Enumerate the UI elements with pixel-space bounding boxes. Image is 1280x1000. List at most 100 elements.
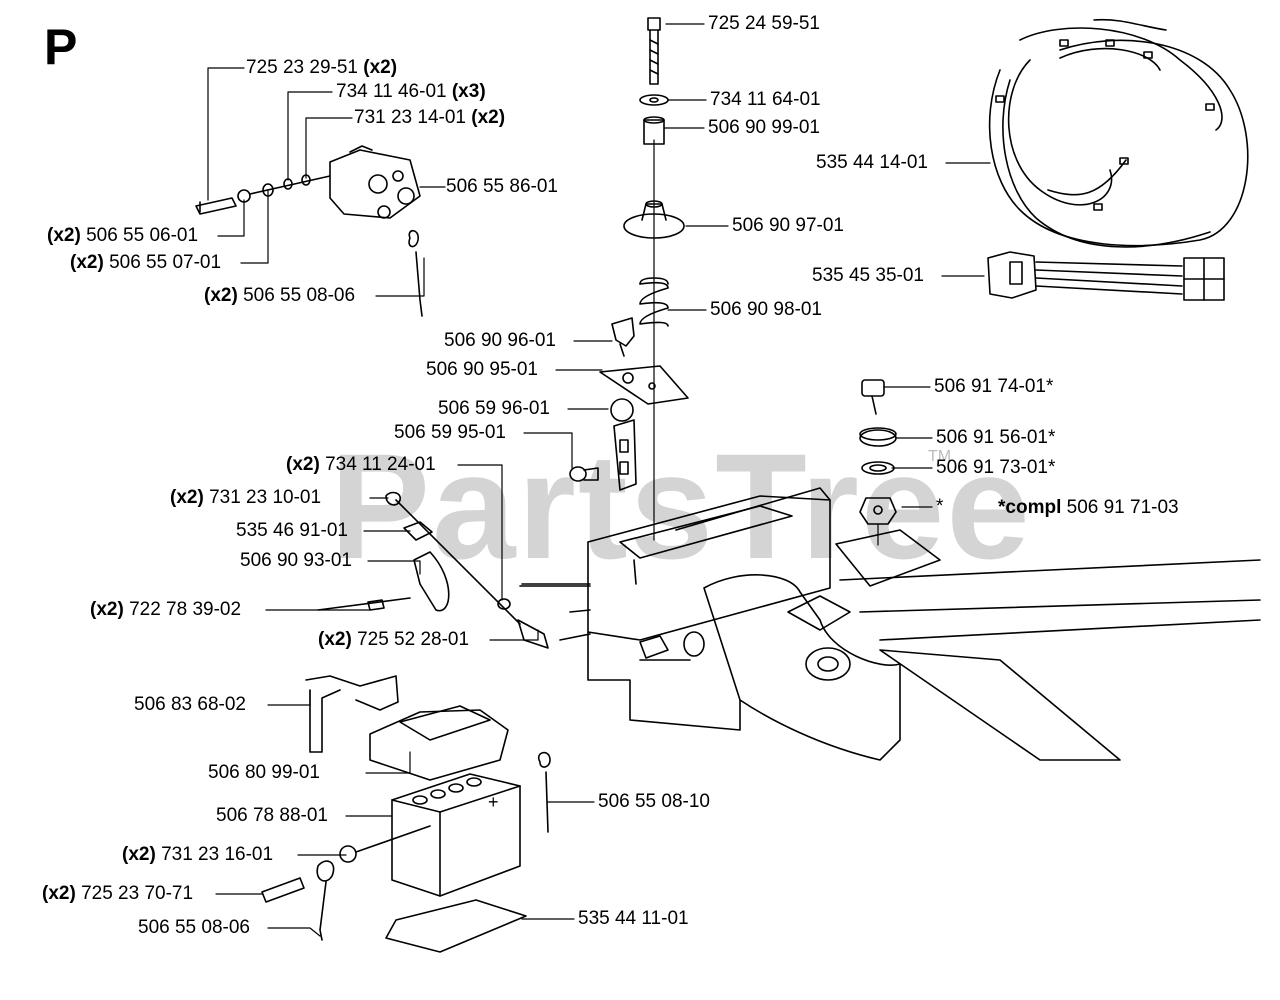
part-number: 506 91 71-03 [1066,497,1179,518]
quantity-prefix: *compl [998,497,1062,518]
part-number: 506 55 07-01 [109,252,222,273]
part-label[interactable]: 535 44 11-01 [578,908,689,930]
part-label[interactable]: 506 91 73-01* [936,457,1055,479]
part-label[interactable]: 725 24 59-51 [708,13,820,35]
wire-harness [988,18,1249,248]
part-label[interactable]: 506 59 95-01 [394,422,506,444]
part-label[interactable]: 506 91 74-01* [934,376,1053,398]
part-label[interactable]: (x2) 722 78 39-02 [90,599,241,621]
part-number: 506 90 98-01 [710,299,822,320]
part-number: 725 52 28-01 [357,629,470,650]
quantity-prefix: (x2) [318,629,352,650]
part-label[interactable]: 535 46 91-01 [236,520,348,542]
part-number: 506 90 95-01 [426,359,538,380]
quantity-prefix: (x2) [42,883,76,904]
part-number: 506 59 95-01 [394,422,506,443]
quantity-suffix: (x2) [471,107,506,128]
quantity-prefix: (x2) [122,844,156,865]
part-label[interactable]: 506 55 08-06 [138,917,250,939]
part-number: 535 46 91-01 [236,520,348,541]
part-label[interactable]: 535 44 14-01 [816,152,928,174]
part-number: 535 44 14-01 [816,152,928,173]
part-number: * [936,496,944,517]
part-number: 506 91 73-01* [936,457,1056,478]
part-label[interactable]: 506 55 86-01 [446,176,558,198]
part-label[interactable]: (x2) 506 55 07-01 [70,252,221,274]
part-label[interactable]: (x2) 725 52 28-01 [318,629,469,651]
part-label[interactable]: 506 80 99-01 [208,762,320,784]
part-number: 506 90 97-01 [732,215,844,236]
part-label[interactable]: (x2) 725 23 70-71 [42,883,193,905]
quantity-prefix: (x2) [70,252,104,273]
part-number: 506 55 08-10 [598,791,710,812]
part-number: 506 55 08-06 [138,917,250,938]
part-number: 506 90 96-01 [444,330,556,351]
part-number: 506 55 86-01 [446,176,558,197]
part-label[interactable]: 506 55 08-10 [598,791,710,813]
quantity-prefix: (x2) [90,599,124,620]
part-number: 734 11 46-01 [336,81,447,102]
battery-assembly: + [261,675,551,953]
part-number: 506 78 88-01 [216,805,328,826]
part-number: 506 91 56-01* [936,427,1056,448]
trademark-mark: TM [928,448,952,465]
quantity-prefix: (x2) [204,285,238,306]
part-label[interactable]: 506 90 99-01 [708,117,820,139]
quantity-prefix: (x2) [47,225,81,246]
part-number: 731 23 10-01 [209,487,322,508]
part-number: 506 55 06-01 [86,225,199,246]
part-label[interactable]: 506 90 98-01 [710,299,822,321]
part-label[interactable]: 731 23 14-01 (x2) [354,107,505,129]
part-number: 535 44 11-01 [578,908,689,929]
part-number: 535 45 35-01 [812,265,924,286]
part-number: 506 80 99-01 [208,762,320,783]
part-number: 506 91 74-01* [934,376,1054,397]
part-label[interactable]: 506 59 96-01 [438,398,550,420]
part-label[interactable]: 535 45 35-01 [812,265,924,287]
part-label[interactable]: 506 91 56-01* [936,427,1055,449]
part-label[interactable]: (x2) 734 11 24-01 [286,454,436,476]
part-label[interactable]: *compl 506 91 71-03 [998,497,1179,519]
part-number: 506 59 96-01 [438,398,550,419]
part-label[interactable]: 506 78 88-01 [216,805,328,827]
solenoid-assembly [195,145,423,317]
section-letter: P [44,19,78,75]
part-label[interactable]: (x2) 731 23 10-01 [170,487,321,509]
vertical-stack [599,17,689,405]
part-number: 725 24 59-51 [708,13,820,34]
part-number: 734 11 24-01 [325,454,436,475]
quantity-suffix: (x3) [451,81,486,102]
part-label[interactable]: 506 90 96-01 [444,330,556,352]
quantity-prefix: (x2) [286,454,320,475]
part-label[interactable]: 506 90 97-01 [732,215,844,237]
part-number: 731 23 16-01 [161,844,274,865]
ignition-assembly [859,379,897,525]
part-label[interactable]: 734 11 46-01 (x3) [336,81,486,103]
part-label[interactable]: (x2) 506 55 06-01 [47,225,198,247]
lever-assembly [317,398,637,649]
svg-text:+: + [488,792,499,812]
watermark: PartsTree [330,422,1032,590]
part-number: 506 90 99-01 [708,117,820,138]
part-label[interactable]: * [936,496,943,518]
part-number: 725 23 29-51 [246,57,358,78]
part-label[interactable]: (x2) 731 23 16-01 [122,844,273,866]
quantity-suffix: (x2) [363,57,398,78]
part-number: 734 11 64-01 [710,89,821,110]
part-number: 722 78 39-02 [129,599,242,620]
part-number: 731 23 14-01 [354,107,466,128]
part-label[interactable]: 734 11 64-01 [710,89,821,111]
part-label[interactable]: 506 90 95-01 [426,359,538,381]
part-number: 506 55 08-06 [243,285,356,306]
part-label[interactable]: (x2) 506 55 08-06 [204,285,355,307]
part-number: 506 83 68-02 [134,694,246,715]
quantity-prefix: (x2) [170,487,204,508]
frame-body [519,487,1261,761]
part-label[interactable]: 725 23 29-51 (x2) [246,57,397,79]
part-label[interactable]: 506 83 68-02 [134,694,246,716]
connector [987,251,1225,301]
part-number: 506 90 93-01 [240,550,352,571]
part-label[interactable]: 506 90 93-01 [240,550,352,572]
part-number: 725 23 70-71 [81,883,194,904]
